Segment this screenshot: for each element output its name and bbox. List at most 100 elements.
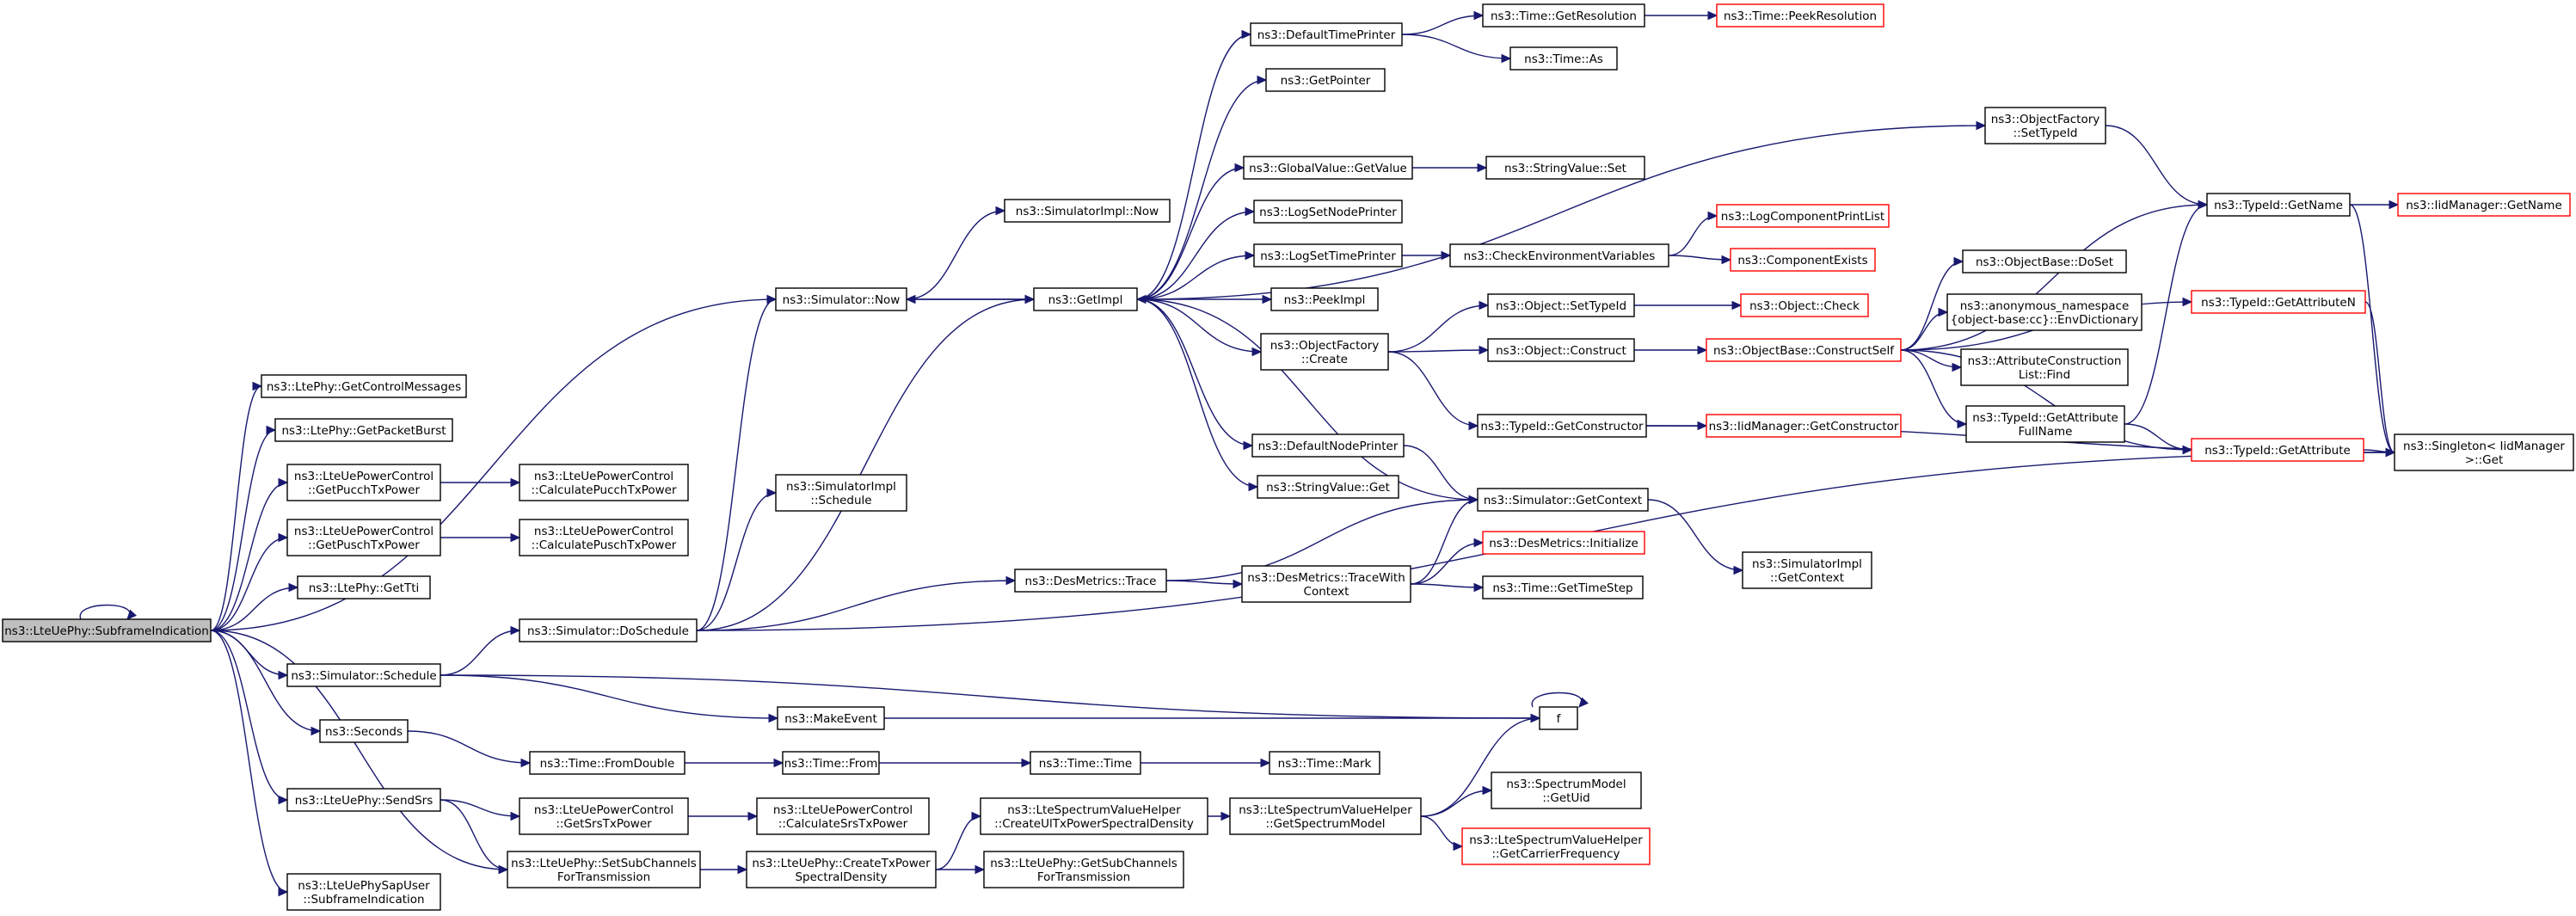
node-box [519,618,698,642]
node-dosetb[interactable]: ns3::ObjectBase::DoSet [1962,249,2127,274]
node-label: ::GetCarrierFrequency [1491,847,1620,861]
node-getpointer[interactable]: ns3::GetPointer [1265,68,1386,92]
node-label: ns3::Time::GetTimeStep [1492,581,1632,595]
node-createul[interactable]: ns3::LteSpectrumValueHelper::CreateUlTxP… [980,797,1208,835]
node-ofsettypeid[interactable]: ns3::ObjectFactory::SetTypeId [1984,107,2106,144]
node-gettimestep[interactable]: ns3::Time::GetTimeStep [1482,575,1644,599]
node-box [1241,565,1411,603]
edge-arrowhead [1441,250,1452,261]
node-getpkt[interactable]: ns3::LtePhy::GetPacketBurst [274,418,453,442]
edge-line [2124,423,2192,451]
node-label: ns3::StringValue::Get [1266,481,1390,495]
node-defnodeprinter[interactable]: ns3::DefaultNodePrinter [1251,433,1405,458]
node-pucch[interactable]: ns3::LteUePowerControl::GetPucchTxPower [286,464,441,501]
edge-line [1900,349,2192,451]
node-getctrl[interactable]: ns3::LtePhy::GetControlMessages [261,374,467,398]
node-seconds[interactable]: ns3::Seconds [319,719,409,743]
node-tidgetname[interactable]: ns3::TypeId::GetName [2206,193,2351,217]
node-timetime[interactable]: ns3::Time::Time [1030,751,1141,775]
node-timeas[interactable]: ns3::Time::As [1509,46,1618,71]
node-getattr[interactable]: ns3::TypeId::GetAttribute [2191,438,2364,462]
node-label: ns3::DesMetrics::TraceWith [1247,571,1405,585]
node-destrace[interactable]: ns3::DesMetrics::Trace [1014,569,1167,593]
node-doschedule[interactable]: ns3::Simulator::DoSchedule [519,618,698,642]
node-getres[interactable]: ns3::Time::GetResolution [1482,3,1645,28]
node-peekres[interactable]: ns3::Time::PeekResolution [1716,3,1884,28]
node-constructself[interactable]: ns3::ObjectBase::ConstructSelf [1706,338,1902,362]
node-label: ns3::LteUePowerControl [534,470,673,483]
node-singleton[interactable]: ns3::Singleton< IidManager>::Get [2394,433,2574,471]
node-envdict[interactable]: ns3::anonymous_namespace{object-base:cc}… [1946,293,2143,331]
node-fromdouble[interactable]: ns3::Time::FromDouble [529,751,685,775]
node-simnow[interactable]: ns3::Simulator::Now [775,287,907,311]
node-implgetctx[interactable]: ns3::SimulatorImpl::GetContext [1742,551,1872,589]
node-objconstruct[interactable]: ns3::Object::Construct [1487,338,1635,362]
edge-makeevent-to-f [884,713,1541,723]
node-ofcreate[interactable]: ns3::ObjectFactory::Create [1260,333,1389,371]
call-nodes: ns3::LteUePhy::SubframeIndicationns3::Lt… [2,3,2574,911]
node-getsubch[interactable]: ns3::LteUePhy::GetSubChannelsForTransmis… [983,851,1184,888]
node-schedule[interactable]: ns3::Simulator::Schedule [286,663,441,687]
node-implnow[interactable]: ns3::SimulatorImpl::Now [1004,199,1171,223]
node-getconstructor[interactable]: ns3::TypeId::GetConstructor [1477,414,1647,438]
edge-constructself-to-dosetb [1900,256,1964,351]
node-getsrs[interactable]: ns3::LteUePowerControl::GetSrsTxPower [519,797,689,835]
node-logsetnode[interactable]: ns3::LogSetNodePrinter [1253,200,1403,224]
node-getattrn[interactable]: ns3::TypeId::GetAttributeN [2191,290,2366,314]
node-label: ns3::GetPointer [1281,74,1371,88]
node-gettti[interactable]: ns3::LtePhy::GetTti [297,575,431,599]
node-logcomp[interactable]: ns3::LogComponentPrintList [1716,204,1890,228]
edge-arrowhead [1248,482,1259,492]
node-box [1030,751,1141,775]
node-objcheck[interactable]: ns3::Object::Check [1740,293,1869,317]
edge-line [1531,692,1583,708]
node-strset[interactable]: ns3::StringValue::Set [1485,156,1645,180]
node-label: >::Get [2465,453,2503,467]
edge-setsub-to-createtxpsd [699,864,748,875]
node-setsub[interactable]: ns3::LteUePhy::SetSubChannelsForTransmis… [507,851,701,888]
node-getcarrier[interactable]: ns3::LteSpectrumValueHelper::GetCarrierF… [1461,827,1651,865]
node-createtxpsd[interactable]: ns3::LteUePhy::CreateTxPowerSpectralDens… [746,851,937,888]
node-makeevent[interactable]: ns3::MakeEvent [777,706,885,730]
edge-arrowhead [1721,255,1732,265]
node-label: ns3::DesMetrics::Initialize [1489,537,1638,550]
node-objsettypeid[interactable]: ns3::Object::SetTypeId [1487,293,1635,317]
node-sendsrs[interactable]: ns3::LteUePhy::SendSrs [286,788,441,812]
edge-gafull-to-tidgetname [2124,200,2209,425]
node-calcsrs[interactable]: ns3::LteUePowerControl::CalculateSrsTxPo… [756,797,930,835]
node-sapuser[interactable]: ns3::LteUePhySapUser::SubframeIndication [286,873,441,911]
node-getspecmodel[interactable]: ns3::LteSpectrumValueHelper::GetSpectrum… [1229,797,1422,835]
node-desinit[interactable]: ns3::DesMetrics::Initialize [1482,531,1645,555]
node-getimpl[interactable]: ns3::GetImpl [1033,287,1138,311]
node-implsched[interactable]: ns3::SimulatorImpl::Schedule [775,474,907,512]
node-peekimpl[interactable]: ns3::PeekImpl [1270,287,1379,311]
node-strget[interactable]: ns3::StringValue::Get [1257,475,1399,499]
node-f[interactable]: f [1539,706,1578,730]
edge-line [1387,304,1489,353]
node-deftimeprinter[interactable]: ns3::DefaultTimePrinter [1250,22,1403,46]
node-calcpusch[interactable]: ns3::LteUePowerControl::CalculatePuschTx… [519,519,689,556]
edge-root-to-pusch [210,532,289,631]
node-logsettime[interactable]: ns3::LogSetTimePrinter [1253,243,1403,267]
node-iidgetname[interactable]: ns3::IidManager::GetName [2397,193,2571,217]
edge-deftimeprinter-to-getres [1401,10,1485,35]
node-timefrom[interactable]: ns3::Time::From [782,751,880,775]
node-pusch[interactable]: ns3::LteUePowerControl::GetPuschTxPower [286,519,441,556]
node-timemark[interactable]: ns3::Time::Mark [1269,751,1380,775]
node-compexists[interactable]: ns3::ComponentExists [1730,248,1876,272]
edge-line [79,604,131,620]
edge-line [1403,445,1479,501]
edge-createul-to-getspecmodel [1208,811,1232,821]
node-root[interactable]: ns3::LteUePhy::SubframeIndication [2,618,212,642]
node-label: ns3::Time::GetResolution [1491,9,1637,23]
node-label: ns3::ObjectFactory [1991,113,2100,126]
node-checkenv[interactable]: ns3::CheckEnvironmentVariables [1449,243,1669,267]
node-iidgetctor[interactable]: ns3::IidManager::GetConstructor [1706,414,1902,438]
node-gvgetvalue[interactable]: ns3::GlobalValue::GetValue [1243,156,1413,180]
node-getuid[interactable]: ns3::SpectrumModel::GetUid [1491,772,1642,809]
node-calcpucch[interactable]: ns3::LteUePowerControl::CalculatePucchTx… [519,464,689,501]
node-simgetctx[interactable]: ns3::Simulator::GetContext [1477,488,1649,512]
